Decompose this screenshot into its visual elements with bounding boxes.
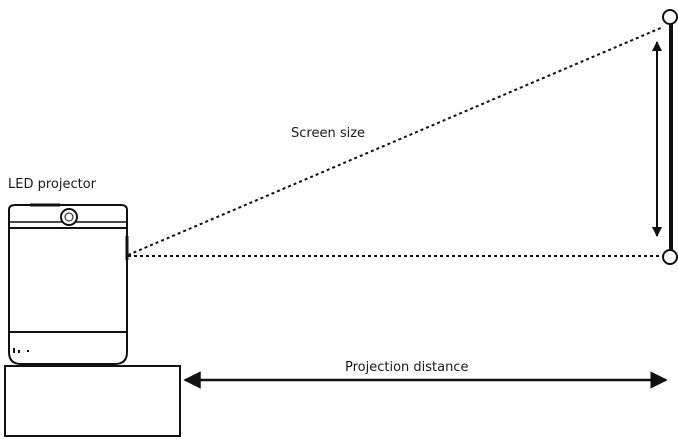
screen-size-label: Screen size bbox=[291, 126, 365, 141]
led-projector-icon bbox=[8, 203, 129, 365]
projector-stand bbox=[4, 365, 181, 437]
indicator-light bbox=[18, 350, 20, 353]
projector-label: LED projector bbox=[8, 177, 97, 192]
projection-screen bbox=[662, 9, 678, 265]
indicator-light bbox=[13, 348, 15, 353]
screen-top-marker bbox=[662, 9, 678, 25]
screen-bottom-marker bbox=[662, 249, 678, 265]
indicator-light bbox=[27, 350, 29, 352]
projection-distance-label: Projection distance bbox=[345, 360, 469, 375]
upper-projection-ray bbox=[127, 26, 664, 256]
